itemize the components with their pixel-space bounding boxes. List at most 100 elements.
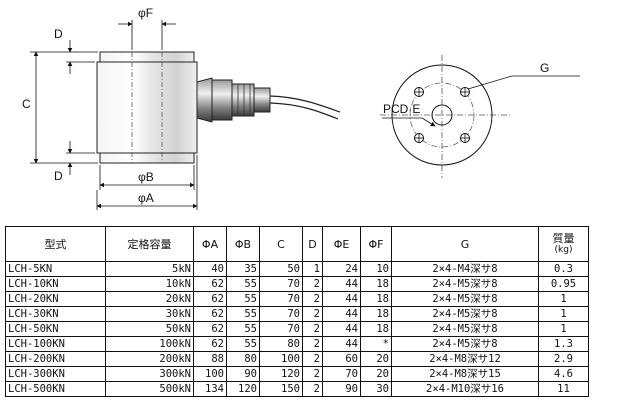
- col-d: D: [302, 226, 323, 262]
- cell-g: 2×4-M8深サ15: [391, 366, 539, 382]
- cell-e: 44: [322, 306, 361, 322]
- col-c: C: [259, 226, 303, 262]
- cell-d: 2: [302, 276, 323, 292]
- cell-weight: 2.9: [538, 351, 589, 367]
- cell-weight: 0.95: [538, 276, 589, 292]
- cell-f: *: [360, 336, 392, 352]
- label-phi-f: φF: [138, 6, 153, 20]
- col-model: 型式: [5, 226, 106, 262]
- cell-model: LCH-5KN: [5, 261, 106, 277]
- cell-e: 44: [322, 276, 361, 292]
- cell-f: 20: [360, 366, 392, 382]
- label-pcd-e: PCD·E: [383, 102, 420, 116]
- cell-capacity: 10kN: [105, 276, 194, 292]
- cell-b: 55: [226, 276, 260, 292]
- col-phi-b: ΦB: [226, 226, 260, 262]
- cell-f: 30: [360, 381, 392, 397]
- mount-hole: [414, 133, 424, 143]
- cell-d: 2: [302, 306, 323, 322]
- cell-a: 62: [193, 336, 227, 352]
- mount-hole: [414, 87, 424, 97]
- cell-weight: 1: [538, 321, 589, 337]
- cell-a: 88: [193, 351, 227, 367]
- weight-label: 質量: [552, 232, 575, 245]
- dim-c: C: [22, 51, 98, 164]
- cell-g: 2×4-M5深サ8: [391, 291, 539, 307]
- cell-a: 62: [193, 321, 227, 337]
- cell-model: LCH-10KN: [5, 276, 106, 292]
- col-phi-f: ΦF: [360, 226, 392, 262]
- cable: [269, 95, 341, 120]
- cell-d: 2: [302, 336, 323, 352]
- cell-g: 2×4-M5深サ8: [391, 276, 539, 292]
- cell-a: 62: [193, 306, 227, 322]
- cell-c: 70: [259, 291, 303, 307]
- cell-a: 134: [193, 381, 227, 397]
- cell-weight: 4.6: [538, 366, 589, 382]
- cell-e: 70: [322, 366, 361, 382]
- cell-capacity: 200kN: [105, 351, 194, 367]
- cell-d: 2: [302, 291, 323, 307]
- cell-c: 80: [259, 336, 303, 352]
- header-row: 型式 定格容量 ΦA ΦB C D ΦE ΦF G 質量 (kg): [5, 226, 589, 262]
- cell-f: 18: [360, 291, 392, 307]
- cell-b: 120: [226, 381, 260, 397]
- cell-d: 1: [302, 261, 323, 277]
- cell-f: 18: [360, 306, 392, 322]
- col-phi-a: ΦA: [193, 226, 227, 262]
- dim-phi-a: φA: [96, 155, 198, 210]
- cell-a: 62: [193, 276, 227, 292]
- label-g: G: [540, 61, 549, 75]
- cell-d: 2: [302, 351, 323, 367]
- cell-model: LCH-20KN: [5, 291, 106, 307]
- load-cell-drawing: φF D C D φB φA: [22, 6, 580, 210]
- mount-hole: [460, 87, 470, 97]
- cell-capacity: 100kN: [105, 336, 194, 352]
- cell-g: 2×4-M5深サ8: [391, 306, 539, 322]
- dim-d-bottom: D: [54, 141, 95, 183]
- cell-b: 90: [226, 366, 260, 382]
- cell-c: 70: [259, 276, 303, 292]
- cell-g: 2×4-M10深サ16: [391, 381, 539, 397]
- cell-c: 120: [259, 366, 303, 382]
- col-g: G: [391, 226, 539, 262]
- cell-f: 20: [360, 351, 392, 367]
- dim-phi-b: φB: [99, 165, 195, 190]
- label-d-top: D: [54, 27, 63, 41]
- cell-weight: 1: [538, 306, 589, 322]
- label-phi-b: φB: [138, 170, 154, 184]
- cell-weight: 0.3: [538, 261, 589, 277]
- cell-e: 44: [322, 291, 361, 307]
- mount-hole: [460, 133, 470, 143]
- label-d-bottom: D: [54, 169, 63, 183]
- cell-capacity: 50kN: [105, 321, 194, 337]
- cell-g: 2×4-M5深サ8: [391, 321, 539, 337]
- cell-g: 2×4-M8深サ12: [391, 351, 539, 367]
- cell-f: 10: [360, 261, 392, 277]
- cell-a: 62: [193, 291, 227, 307]
- cell-c: 70: [259, 321, 303, 337]
- cell-capacity: 30kN: [105, 306, 194, 322]
- label-c: C: [22, 97, 31, 111]
- cell-d: 2: [302, 366, 323, 382]
- spec-table: 型式 定格容量 ΦA ΦB C D ΦE ΦF G 質量 (kg) LCH-5K…: [5, 226, 589, 397]
- cell-c: 70: [259, 306, 303, 322]
- cell-model: LCH-500KN: [5, 381, 106, 397]
- cell-c: 100: [259, 351, 303, 367]
- cell-capacity: 5kN: [105, 261, 194, 277]
- cell-f: 18: [360, 321, 392, 337]
- cell-d: 2: [302, 321, 323, 337]
- dim-phi-f: φF: [118, 6, 176, 50]
- cell-b: 55: [226, 306, 260, 322]
- cell-e: 44: [322, 336, 361, 352]
- cell-capacity: 300kN: [105, 366, 194, 382]
- cell-b: 55: [226, 291, 260, 307]
